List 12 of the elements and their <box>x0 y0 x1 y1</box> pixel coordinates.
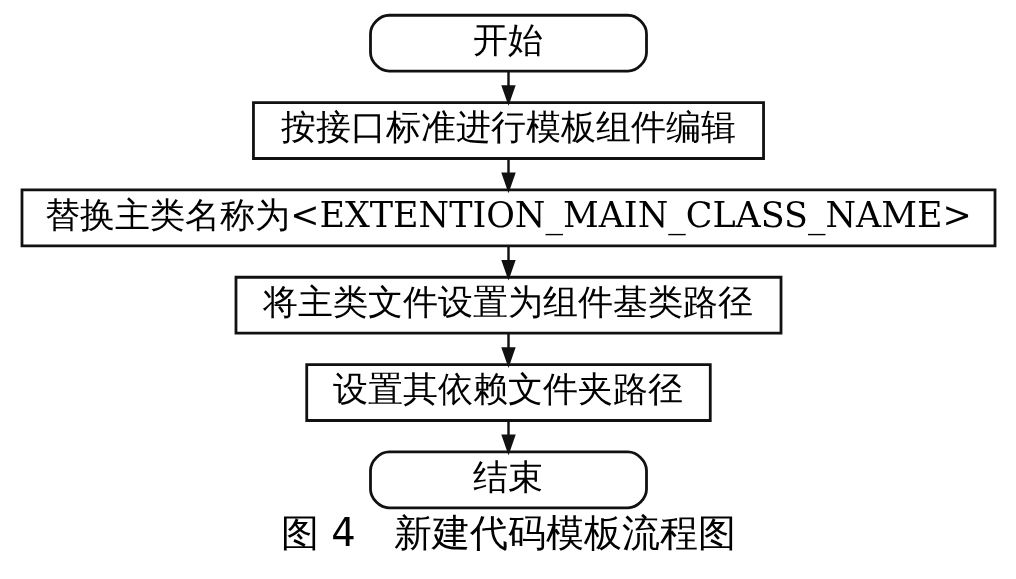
caption: 图 4 新建代码模板流程图 <box>280 509 736 555</box>
arrow <box>500 333 516 368</box>
node-box: 开始 <box>368 13 648 73</box>
node-box: 将主类文件设置为组件基类路径 <box>234 275 782 335</box>
arrow <box>500 246 516 281</box>
arrow <box>500 420 516 456</box>
arrow <box>500 158 516 194</box>
node-box: 替换主类名称为<EXTENTION_MAIN_CLASS_NAME> <box>20 188 996 248</box>
node-box: 按接口标准进行模板组件编辑 <box>251 101 765 160</box>
node-box: 设置其依赖文件夹路径 <box>304 363 712 422</box>
node-box: 结束 <box>368 450 648 510</box>
arrow <box>500 71 516 106</box>
